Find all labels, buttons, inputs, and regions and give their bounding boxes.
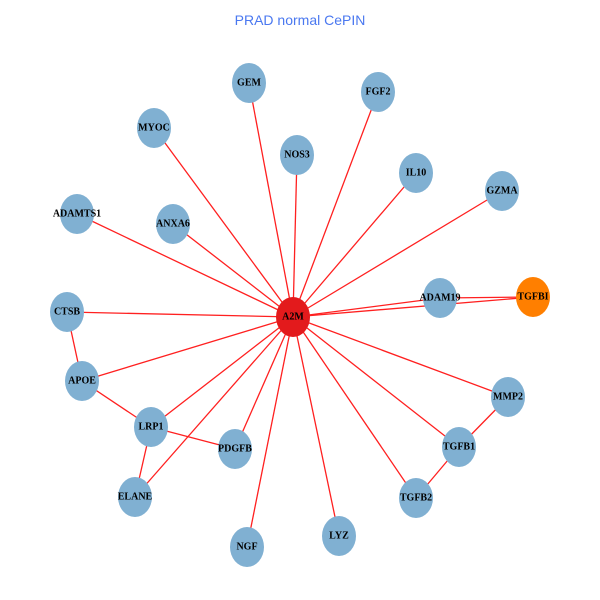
node-label: LRP1 xyxy=(139,422,164,433)
node-label: ELANE xyxy=(118,492,153,503)
edge-A2M-NOS3 xyxy=(292,154,298,318)
node-a2m[interactable]: A2M xyxy=(276,297,310,337)
node-ngf[interactable]: NGF xyxy=(230,527,264,567)
node-label: ADAMTS1 xyxy=(53,209,101,220)
node-label: FGF2 xyxy=(366,87,391,98)
edge-A2M-LRP1 xyxy=(150,316,294,428)
node-label: TGFB1 xyxy=(443,442,475,453)
node-circle xyxy=(137,108,171,148)
node-circle xyxy=(399,153,433,193)
node-circle xyxy=(423,278,457,318)
node-label: LYZ xyxy=(329,531,349,542)
edge-A2M-MYOC xyxy=(153,127,294,318)
node-ctsb[interactable]: CTSB xyxy=(50,292,84,332)
node-label: A2M xyxy=(282,312,304,323)
node-il10[interactable]: IL10 xyxy=(399,153,433,193)
edge-A2M-ANXA6 xyxy=(172,223,294,318)
node-label: ADAM19 xyxy=(419,293,460,304)
edge-A2M-ADAM19 xyxy=(292,297,441,318)
edge-A2M-TGFB1 xyxy=(292,316,460,448)
node-circle xyxy=(399,478,433,518)
node-anxa6[interactable]: ANXA6 xyxy=(156,204,190,244)
node-adamts1[interactable]: ADAMTS1 xyxy=(53,194,101,234)
node-label: NOS3 xyxy=(284,150,310,161)
edge-A2M-APOE xyxy=(81,316,294,382)
node-tgfb1[interactable]: TGFB1 xyxy=(442,427,476,467)
node-apoe[interactable]: APOE xyxy=(65,361,99,401)
edge-A2M-IL10 xyxy=(292,172,417,318)
node-lyz[interactable]: LYZ xyxy=(322,516,356,556)
node-label: MYOC xyxy=(138,123,170,134)
node-circle xyxy=(361,72,395,112)
node-circle xyxy=(50,292,84,332)
node-circle xyxy=(442,427,476,467)
node-circle xyxy=(491,377,525,417)
node-circle xyxy=(232,63,266,103)
node-label: GEM xyxy=(237,78,261,89)
node-label: CTSB xyxy=(54,307,80,318)
node-elane[interactable]: ELANE xyxy=(118,477,153,517)
node-circle xyxy=(276,297,310,337)
edge-A2M-GZMA xyxy=(292,190,503,318)
node-myoc[interactable]: MYOC xyxy=(137,108,171,148)
node-tgfbi[interactable]: TGFBI xyxy=(516,277,550,317)
node-gzma[interactable]: GZMA xyxy=(485,171,519,211)
node-circle xyxy=(230,527,264,567)
node-fgf2[interactable]: FGF2 xyxy=(361,72,395,112)
node-tgfb2[interactable]: TGFB2 xyxy=(399,478,433,518)
node-label: APOE xyxy=(68,376,96,387)
node-circle xyxy=(280,135,314,175)
node-label: ANXA6 xyxy=(156,219,190,230)
node-mmp2[interactable]: MMP2 xyxy=(491,377,525,417)
node-pdgfb[interactable]: PDGFB xyxy=(218,429,252,469)
node-label: TGFBI xyxy=(517,292,548,303)
edge-A2M-FGF2 xyxy=(292,91,379,318)
node-circle xyxy=(218,429,252,469)
node-circle xyxy=(156,204,190,244)
node-adam19[interactable]: ADAM19 xyxy=(419,278,461,318)
node-label: PDGFB xyxy=(218,444,252,455)
node-lrp1[interactable]: LRP1 xyxy=(134,407,168,447)
edge-A2M-CTSB xyxy=(66,311,294,318)
diagram-title: PRAD normal CePIN xyxy=(234,12,366,28)
node-label: TGFB2 xyxy=(400,493,432,504)
edge-A2M-GEM xyxy=(248,82,294,318)
edge-A2M-MMP2 xyxy=(292,316,509,398)
node-label: MMP2 xyxy=(493,392,523,403)
edge-A2M-TGFBI xyxy=(292,296,534,318)
node-circle xyxy=(485,171,519,211)
edge-A2M-PDGFB xyxy=(234,316,294,450)
edge-A2M-TGFB2 xyxy=(292,316,417,499)
node-circle xyxy=(516,277,550,317)
node-label: GZMA xyxy=(486,186,518,197)
node-circle xyxy=(134,407,168,447)
node-circle xyxy=(60,194,94,234)
node-circle xyxy=(322,516,356,556)
edge-A2M-NGF xyxy=(246,316,294,548)
node-circle xyxy=(65,361,99,401)
edge-A2M-ELANE xyxy=(134,316,294,498)
node-label: IL10 xyxy=(406,168,427,179)
node-nos3[interactable]: NOS3 xyxy=(280,135,314,175)
node-circle xyxy=(118,477,152,517)
node-label: NGF xyxy=(236,542,257,553)
edge-A2M-LYZ xyxy=(292,316,340,537)
edge-A2M-ADAMTS1 xyxy=(76,213,294,318)
node-gem[interactable]: GEM xyxy=(232,63,266,103)
